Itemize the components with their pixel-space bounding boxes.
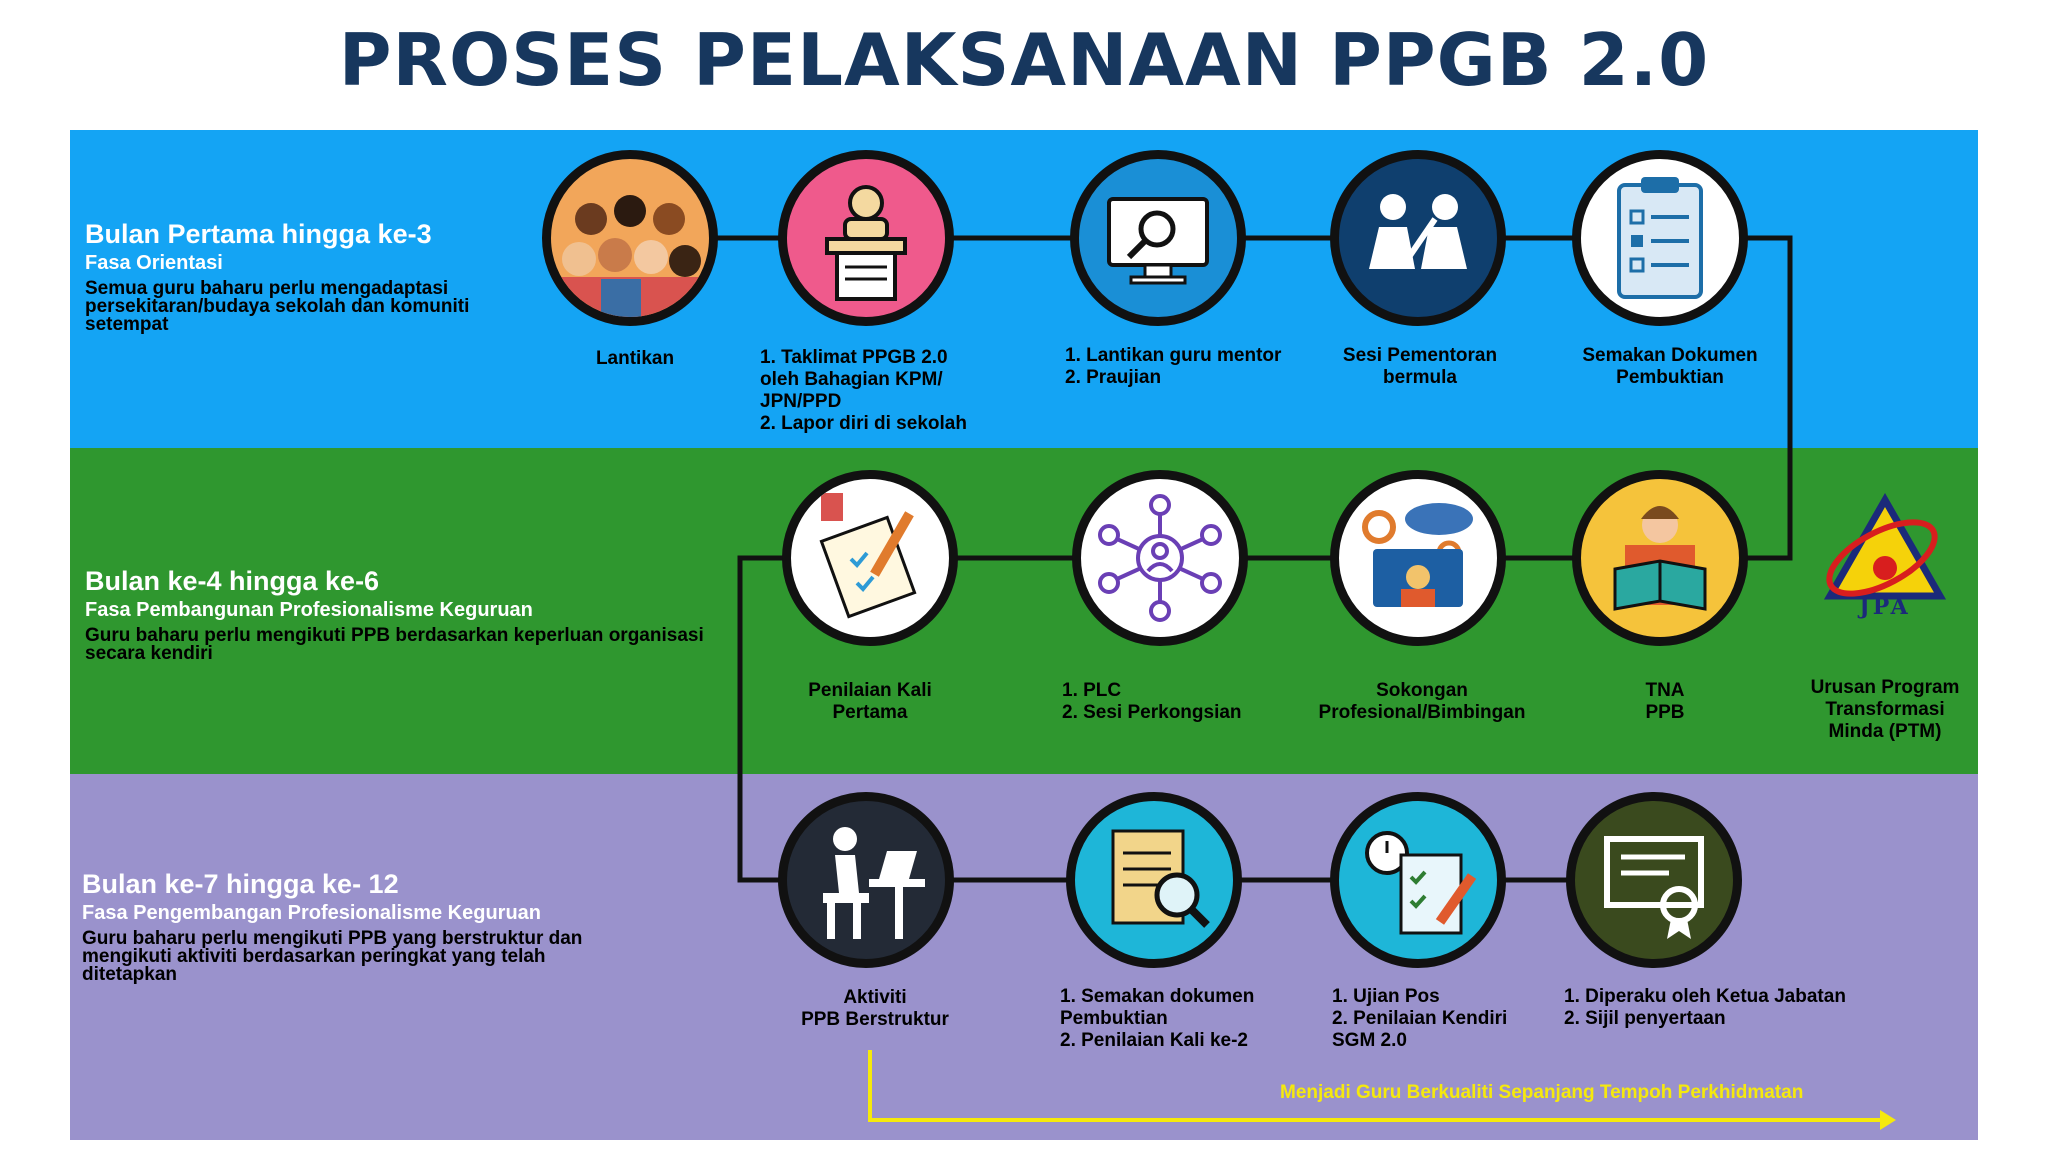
phase-2-text: Bulan ke-4 hingga ke-6 Fasa Pembangunan …: [85, 565, 745, 663]
document-review-icon: [1066, 792, 1242, 968]
stage-label-pementoran: Sesi Pementoran bermula: [1342, 345, 1498, 388]
stage-label-ptm: Urusan Program Transformasi Minda (PTM): [1810, 677, 1960, 742]
clipboard-checklist-icon: [1572, 150, 1748, 326]
stage-label-plc: 1. PLC 2. Sesi Perkongsian: [1062, 680, 1242, 723]
podium-icon: [778, 150, 954, 326]
network-people-icon: [1072, 470, 1248, 646]
stage-label-taklimat: 1. Taklimat PPGB 2.0 oleh Bahagian KPM/ …: [760, 347, 967, 434]
mentoring-icon: [1330, 150, 1506, 326]
evaluation-icon: [782, 470, 958, 646]
stage-label-semakan-dokumen: 1. Semakan dokumen Pembuktian 2. Penilai…: [1060, 986, 1255, 1051]
crowd-icon: [542, 150, 718, 326]
phase-3-title: Bulan ke-7 hingga ke- 12: [82, 869, 399, 899]
phase-3-description: Guru baharu perlu mengikuti PPB yang ber…: [82, 928, 583, 985]
phase-3-subtitle: Fasa Pengembangan Profesionalisme Keguru…: [82, 902, 542, 924]
certificate-icon: [1566, 792, 1742, 968]
phase-1-title: Bulan Pertama hingga ke-3: [85, 219, 432, 249]
footer-goal-text: Menjadi Guru Berkualiti Sepanjang Tempoh…: [1280, 1082, 1804, 1103]
monitor-search-icon: [1070, 150, 1246, 326]
phase-1-description: Semua guru baharu perlu mengadaptasi per…: [85, 278, 470, 335]
phase-3-text: Bulan ke-7 hingga ke- 12 Fasa Pengembang…: [82, 868, 622, 984]
phase-2-description: Guru baharu perlu mengikuti PPB berdasar…: [85, 625, 704, 664]
phase-1-text: Bulan Pertama hingga ke-3 Fasa Orientasi…: [85, 218, 555, 334]
stage-label-ujian-pos: 1. Ujian Pos 2. Penilaian Kendiri SGM 2.…: [1332, 986, 1508, 1051]
stage-label-semakan: Semakan Dokumen Pembuktian: [1582, 345, 1758, 388]
jpa-logo: JPA: [1810, 488, 1960, 628]
stage-label-penilaian-pertama: Penilaian Kali Pertama: [808, 680, 932, 723]
stage-label-aktiviti: Aktiviti PPB Berstruktur: [801, 987, 949, 1030]
stage-label-lantikan: Lantikan: [595, 348, 675, 369]
phase-1-subtitle: Fasa Orientasi: [85, 252, 223, 274]
phase-2-title: Bulan ke-4 hingga ke-6: [85, 566, 380, 596]
support-gears-icon: [1330, 470, 1506, 646]
stage-label-tna: TNA PPB: [1645, 680, 1685, 723]
phase-2-subtitle: Fasa Pembangunan Profesionalisme Kegurua…: [85, 599, 533, 621]
page-title: PROSES PELAKSANAAN PPGB 2.0: [338, 18, 1710, 102]
jpa-logo-text: JPA: [1859, 594, 1911, 620]
stage-label-mentor: 1. Lantikan guru mentor 2. Praujian: [1065, 345, 1282, 388]
reader-icon: [1572, 470, 1748, 646]
desk-study-icon: [778, 792, 954, 968]
stage-label-sokongan: Sokongan Profesional/Bimbingan: [1318, 680, 1526, 723]
stage-label-diperaku: 1. Diperaku oleh Ketua Jabatan 2. Sijil …: [1564, 986, 1846, 1029]
test-stopwatch-icon: [1330, 792, 1506, 968]
